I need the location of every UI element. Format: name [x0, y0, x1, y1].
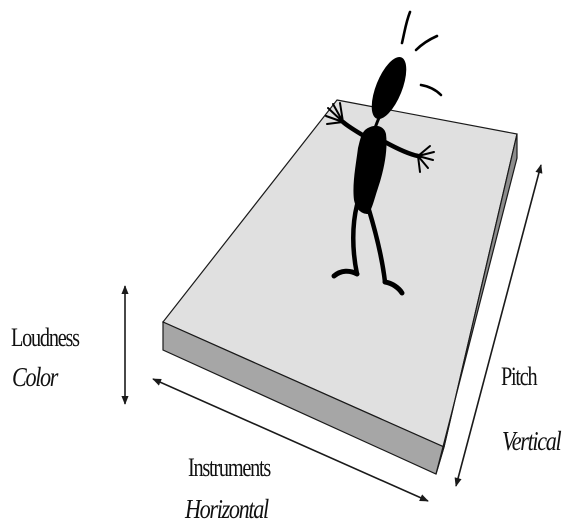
motion-lines-icon	[402, 12, 441, 95]
instruments-label: Instruments	[188, 455, 270, 481]
pitch-label: Pitch	[501, 364, 536, 390]
loudness-label: Loudness	[11, 325, 79, 351]
pitch-encoding-label: Vertical	[502, 428, 560, 455]
instruments-encoding-label: Horizontal	[185, 496, 268, 523]
platform	[163, 100, 517, 474]
loudness-encoding-label: Color	[12, 364, 57, 391]
